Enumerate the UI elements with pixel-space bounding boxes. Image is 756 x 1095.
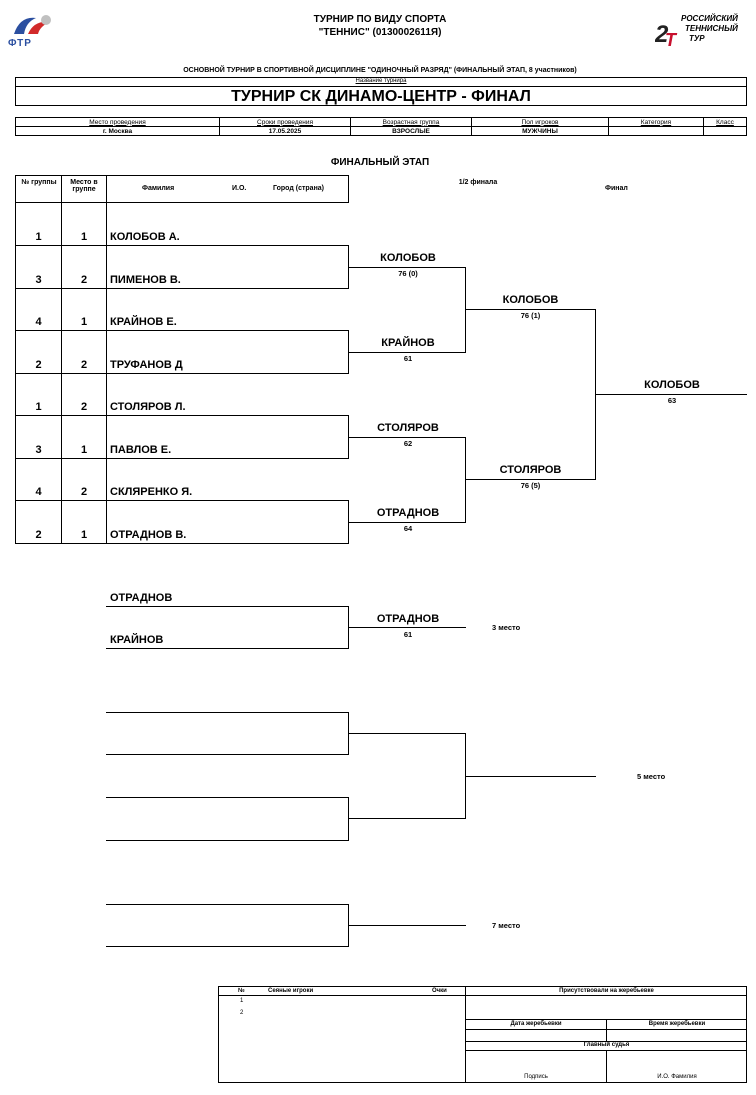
qf-score: 61 xyxy=(403,354,413,363)
initials-header: И.О. xyxy=(232,185,247,192)
ftr-logo: ФТР xyxy=(6,12,58,52)
surname-header: Фамилия xyxy=(142,185,175,192)
sport-code: "ТЕННИС" (0130002611Я) xyxy=(318,27,442,38)
player-group: 4 xyxy=(35,486,42,498)
qf-winner: СТОЛЯРОВ xyxy=(377,422,439,434)
player-name: КРАЙНОВ Е. xyxy=(110,316,177,328)
third-place-winner: ОТРАДНОВ xyxy=(376,613,440,625)
final-header: Финал xyxy=(605,185,628,192)
sport-title: ТУРНИР ПО ВИДУ СПОРТА xyxy=(313,14,447,25)
chief-referee-label: Главный судья xyxy=(583,1042,630,1048)
footer-box xyxy=(218,986,747,1083)
sf-score: 76 (5) xyxy=(520,481,541,490)
place-header: Место в группе xyxy=(70,179,98,193)
category-value xyxy=(608,126,704,136)
player-place: 2 xyxy=(80,401,88,413)
venue-value: г. Москва xyxy=(15,126,220,136)
player-place: 2 xyxy=(80,359,88,371)
qf-score: 62 xyxy=(403,439,413,448)
player-group: 2 xyxy=(35,359,42,371)
sf-winner: СТОЛЯРОВ xyxy=(499,464,562,476)
draw-date-label: Дата жеребьевки xyxy=(510,1021,562,1027)
seeded-no-header: № xyxy=(238,988,245,994)
final-score: 63 xyxy=(667,396,677,405)
age-group-value: ВЗРОСЛЫЕ xyxy=(350,126,472,136)
seeded-row-2: 2 xyxy=(240,1010,244,1016)
qf-score: 76 (0) xyxy=(398,269,418,278)
tournament-name: ТУРНИР СК ДИНАМО-ЦЕНТР - ФИНАЛ xyxy=(16,86,746,106)
fifth-place-label: 5 место xyxy=(637,772,666,781)
draw-header-box xyxy=(15,175,349,203)
rtt-logo-line3: ТУР xyxy=(689,34,705,43)
ftr-logo-text: ФТР xyxy=(8,38,32,49)
class-value xyxy=(703,126,747,136)
dates-value: 17.05.2025 xyxy=(219,126,351,136)
player-place: 2 xyxy=(80,274,88,286)
rtt-logo-line2: ТЕННИСНЫЙ xyxy=(685,24,738,33)
player-group: 2 xyxy=(35,529,42,541)
tournament-name-box: Название турнира ТУРНИР СК ДИНАМО-ЦЕНТР … xyxy=(15,77,747,106)
player-place: 2 xyxy=(80,486,88,498)
svg-text:T: T xyxy=(665,30,678,48)
player-group: 1 xyxy=(35,231,42,243)
draw-present-label: Присутствовали на жеребьевке xyxy=(559,988,654,994)
tournament-info-table: Место проведения Сроки проведения Возрас… xyxy=(15,117,747,136)
gender-value: МУЖЧИНЫ xyxy=(471,126,609,136)
seeded-row-1: 1 xyxy=(240,998,244,1004)
age-group-label: Возрастная группа xyxy=(350,117,472,127)
player-group: 3 xyxy=(35,274,42,286)
seeded-players-header: Сеяные игроки xyxy=(268,988,314,994)
third-place-score: 61 xyxy=(403,630,413,639)
player-name: ОТРАДНОВ В. xyxy=(110,529,187,541)
venue-label: Место проведения xyxy=(15,117,220,127)
qf-winner: ОТРАДНОВ xyxy=(376,507,440,519)
tournament-name-label: Название турнира xyxy=(355,78,407,84)
signature-label: Подпись xyxy=(524,1074,548,1080)
qf-score: 64 xyxy=(403,524,413,533)
rtt-logo: 2 T РОССИЙСКИЙ ТЕННИСНЫЙ ТУР xyxy=(655,14,755,50)
player-name: ПАВЛОВ Е. xyxy=(110,444,172,456)
seventh-place-label: 7 место xyxy=(492,921,521,930)
player-name: ТРУФАНОВ Д xyxy=(110,359,183,371)
group-no-header: № группы xyxy=(21,179,57,186)
player-group: 4 xyxy=(35,316,42,328)
player-place: 1 xyxy=(80,316,88,328)
discipline-subtitle: ОСНОВНОЙ ТУРНИР В СПОРТИВНОЙ ДИСЦИПЛИНЕ … xyxy=(183,67,577,74)
gender-label: Пол игроков xyxy=(471,117,609,127)
player-name: ПИМЕНОВ В. xyxy=(110,274,181,286)
final-winner: КОЛОБОВ xyxy=(644,379,700,391)
stage-title: ФИНАЛЬНЫЙ ЭТАП xyxy=(330,157,430,168)
semifinal-header: 1/2 финала xyxy=(458,179,498,186)
sf-winner: КОЛОБОВ xyxy=(502,294,559,306)
rtt-logo-line1: РОССИЙСКИЙ xyxy=(681,14,738,23)
city-header: Город (страна) xyxy=(273,185,325,192)
seeded-points-header: Очки xyxy=(432,988,447,994)
svg-text:2: 2 xyxy=(655,21,669,48)
category-label: Категория xyxy=(608,117,704,127)
dates-label: Сроки проведения xyxy=(219,117,351,127)
player-name: КОЛОБОВ А. xyxy=(110,231,180,243)
qf-winner: КОЛОБОВ xyxy=(380,252,436,264)
player-name: СКЛЯРЕНКО Я. xyxy=(110,486,193,498)
player-group: 1 xyxy=(35,401,42,413)
third-place-label: 3 место xyxy=(492,623,521,632)
third-place-player2: КРАЙНОВ xyxy=(110,634,164,646)
player-place: 1 xyxy=(80,529,88,541)
qf-winner: КРАЙНОВ xyxy=(381,337,435,349)
full-name-label: И.О. Фамилия xyxy=(657,1074,697,1080)
class-label: Класс xyxy=(703,117,747,127)
sf-score: 76 (1) xyxy=(520,311,541,320)
player-place: 1 xyxy=(80,444,88,456)
draw-time-label: Время жеребьевки xyxy=(648,1021,706,1027)
player-name: СТОЛЯРОВ Л. xyxy=(110,401,186,413)
third-place-player1: ОТРАДНОВ xyxy=(110,592,173,604)
player-group: 3 xyxy=(35,444,42,456)
player-place: 1 xyxy=(80,231,88,243)
